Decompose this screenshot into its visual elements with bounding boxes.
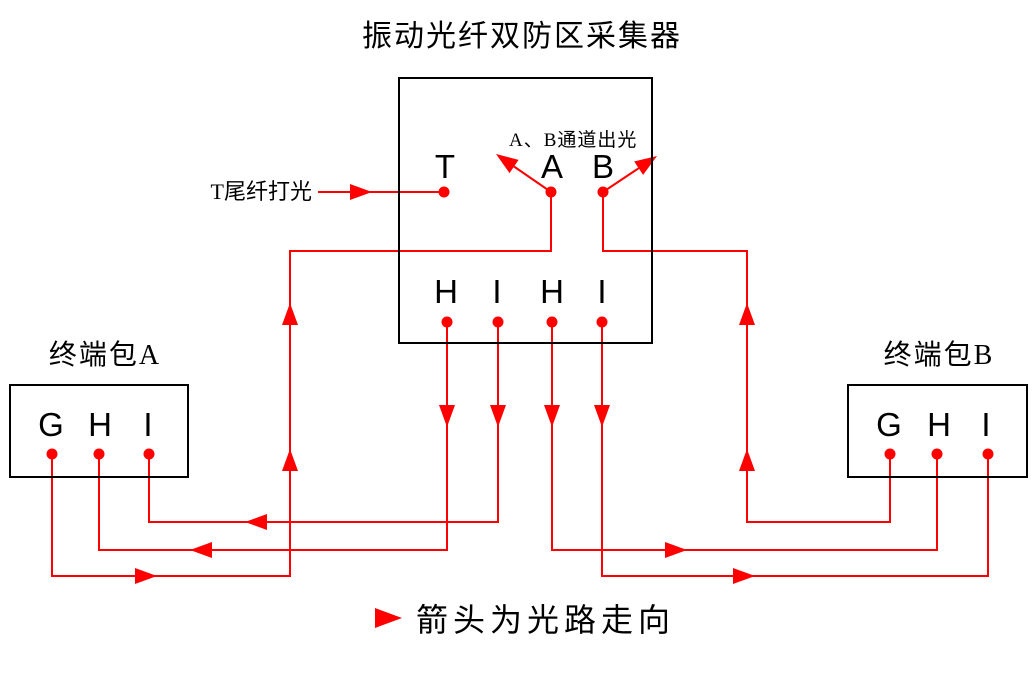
terminal-b-port-label-I: I (981, 406, 990, 443)
terminal-a-port-label-G: G (38, 406, 64, 443)
fiber-a-light-out-line (513, 165, 552, 193)
arrowhead-down-i2-icon (594, 405, 610, 427)
fiber-paths (51, 154, 989, 584)
collector-port-label-H1: H (434, 273, 458, 310)
arrowhead-up-ga-lower-icon (282, 449, 298, 471)
arrowhead-up-gb-upper-icon (739, 303, 755, 325)
port-dot-I1 (492, 316, 504, 328)
arrowhead-up-gb-lower-icon (739, 449, 755, 471)
terminal-b-title: 终端包B (884, 339, 995, 371)
terminal-b-port-label-G: G (876, 406, 902, 443)
port-dot-H1 (441, 316, 453, 328)
port-dot-terminalB-I (982, 448, 994, 460)
port-dot-terminalA-I (143, 448, 155, 460)
fiber-I2-to-terminalB-I (601, 322, 989, 577)
fiber-terminalB-G-to-channel-B (602, 192, 891, 523)
legend-text: 箭头为光路走向 (416, 602, 675, 638)
port-dot-A (545, 186, 557, 198)
legend-arrow-icon (375, 608, 402, 628)
port-dot-terminalB-G (884, 448, 896, 460)
terminal-b-port-label-H: H (927, 406, 951, 443)
terminal-a-port-label-I: I (143, 406, 152, 443)
legend: 箭头为光路走向 (375, 602, 675, 638)
arrowhead-down-h1-icon (439, 405, 455, 427)
fiber-b-light-out-line (602, 167, 640, 193)
labels: 振动光纤双防区采集器 T尾纤打光 A、B通道出光 T A B H I H I 终… (38, 20, 995, 443)
port-dot-I2 (596, 316, 608, 328)
device-boxes (9, 77, 1028, 478)
collector-port-label-A: A (541, 148, 563, 185)
arrowhead-right-h2-icon (665, 542, 687, 558)
ab-channel-out-label: A、B通道出光 (509, 129, 637, 151)
collector-port-label-B: B (592, 148, 614, 185)
arrowhead-upleft-a-out-icon (496, 154, 519, 174)
port-dot-B (597, 186, 609, 198)
terminal-a-title: 终端包A (49, 339, 161, 371)
arrowhead-upright-b-out-icon (634, 156, 657, 175)
t-pigtail-label: T尾纤打光 (211, 179, 312, 204)
collector-port-label-I2: I (597, 273, 606, 310)
arrowhead-up-ga-upper-icon (282, 303, 298, 325)
port-dot-T (438, 186, 450, 198)
arrowhead-left-i1-icon (245, 514, 267, 530)
fiber-terminalA-G-to-channel-A (51, 192, 552, 577)
arrowhead-right-t-feed-icon (350, 184, 372, 200)
arrowhead-right-ga-icon (135, 568, 157, 584)
arrowhead-down-i1-icon (490, 405, 506, 427)
collector-box (398, 77, 653, 344)
diagram-title: 振动光纤双防区采集器 (362, 20, 682, 53)
port-dot-terminalA-H (93, 448, 105, 460)
fiber-H2-to-terminalB-H (551, 322, 938, 551)
collector-port-label-H2: H (540, 273, 564, 310)
arrowhead-left-h1-icon (190, 542, 212, 558)
port-dot-terminalA-G (46, 448, 58, 460)
collector-port-label-T: T (435, 148, 455, 185)
arrowhead-right-i2-icon (733, 568, 755, 584)
port-dot-terminalB-H (931, 448, 943, 460)
fiber-H1-to-terminalA-H (98, 322, 448, 551)
terminal-a-box (9, 384, 189, 478)
arrowhead-down-h2-icon (544, 405, 560, 427)
terminal-b-box (847, 384, 1028, 478)
port-dot-H2 (546, 316, 558, 328)
terminal-a-port-label-H: H (88, 406, 112, 443)
port-dots (46, 186, 994, 460)
collector-port-label-I1: I (492, 273, 501, 310)
